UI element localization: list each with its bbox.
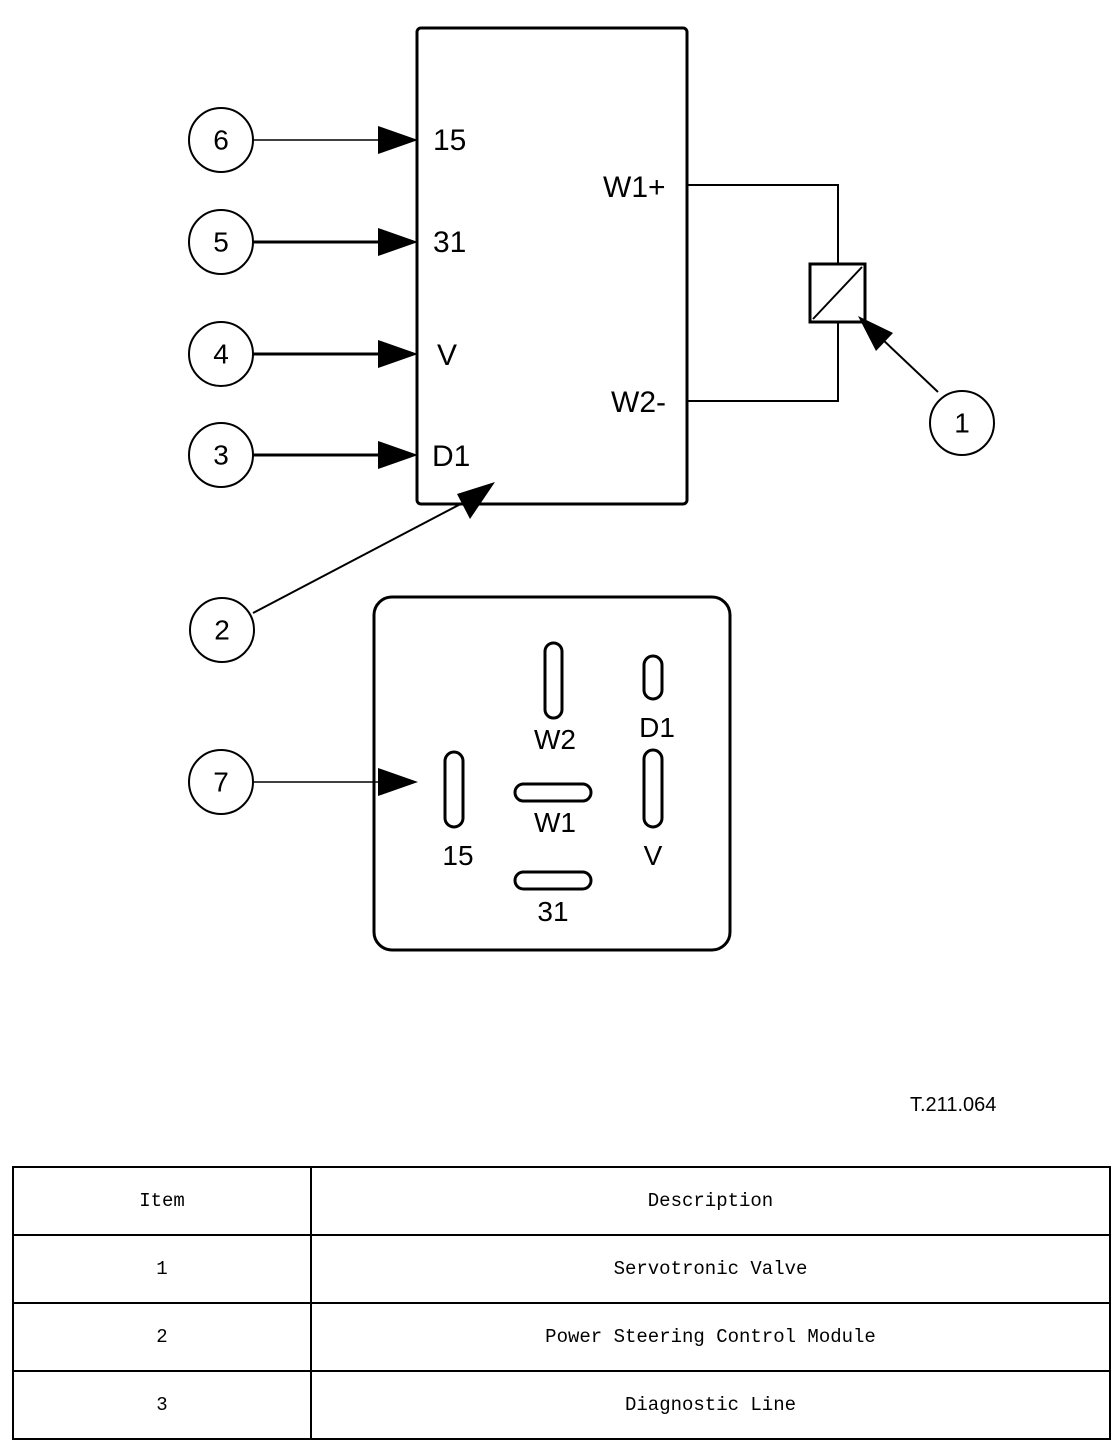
figure-id: T.211.064 <box>910 1094 996 1116</box>
w1-wire <box>687 184 839 264</box>
callout-6-arrowhead <box>378 126 418 154</box>
legend-header-item: Item <box>12 1166 312 1236</box>
table-row: 3 Diagnostic Line <box>12 1370 1111 1440</box>
w2-wire <box>687 322 839 402</box>
legend-description-cell: Power Steering Control Module <box>310 1302 1111 1372</box>
connector-label-d1: D1 <box>639 712 675 743</box>
connector-slot-w2 <box>543 641 564 720</box>
callout-4-label: 4 <box>213 339 229 370</box>
connector-label-31: 31 <box>537 896 568 927</box>
table-row: 2 Power Steering Control Module <box>12 1302 1111 1372</box>
module-pin-w2-minus: W2- <box>611 386 666 419</box>
callout-2-circle <box>189 597 255 663</box>
callout-7-arrowhead <box>378 768 418 796</box>
module-pin-15: 15 <box>433 124 466 157</box>
connector-slot-w1 <box>513 782 593 803</box>
callout-1-arrowhead <box>858 316 893 351</box>
module-pin-d1: D1 <box>432 440 470 473</box>
module-pin-31: 31 <box>433 226 466 259</box>
callout-2-arrowhead <box>457 482 495 519</box>
legend-description-cell: Servotronic Valve <box>310 1234 1111 1304</box>
connector-slot-d1 <box>642 654 664 701</box>
callout-1-circle <box>929 390 995 456</box>
callout-1-label: 1 <box>954 408 970 439</box>
module-pin-w1-plus: W1+ <box>603 171 666 204</box>
connector-slot-31 <box>513 870 593 891</box>
connector-face <box>372 595 732 952</box>
callout-2-label: 2 <box>214 615 230 646</box>
legend-item-cell: 3 <box>12 1370 312 1440</box>
callout-5-label: 5 <box>213 227 229 258</box>
legend-description-cell: Diagnostic Line <box>310 1370 1111 1440</box>
control-module-box <box>415 26 689 506</box>
valve-diagonal <box>812 266 863 320</box>
connector-slot-v <box>642 748 664 829</box>
connector-label-w1: W1 <box>534 807 576 838</box>
table-row: 1 Servotronic Valve <box>12 1234 1111 1304</box>
connector-slot-15 <box>443 750 465 829</box>
legend-item-cell: 1 <box>12 1234 312 1304</box>
wiring-diagram: 15 31 V D1 W1+ W2- 1 6 5 4 3 2 W2 D1 W1 … <box>188 26 996 1116</box>
callout-3-arrowhead <box>378 441 418 469</box>
callout-3-label: 3 <box>213 440 229 471</box>
connector-label-v: V <box>644 840 663 871</box>
connector-label-w2: W2 <box>534 724 576 755</box>
legend-header-row: Item Description <box>12 1166 1111 1236</box>
callout-4-arrowhead <box>378 340 418 368</box>
callout-6-label: 6 <box>213 125 229 156</box>
legend-table: Item Description 1 Servotronic Valve 2 P… <box>12 1166 1111 1440</box>
legend-header-description: Description <box>310 1166 1111 1236</box>
callout-7-label: 7 <box>213 767 229 798</box>
module-pin-v: V <box>437 339 457 372</box>
callout-5-arrowhead <box>378 228 418 256</box>
legend-item-cell: 2 <box>12 1302 312 1372</box>
callout-2-line <box>252 497 473 614</box>
connector-label-15: 15 <box>442 840 473 871</box>
